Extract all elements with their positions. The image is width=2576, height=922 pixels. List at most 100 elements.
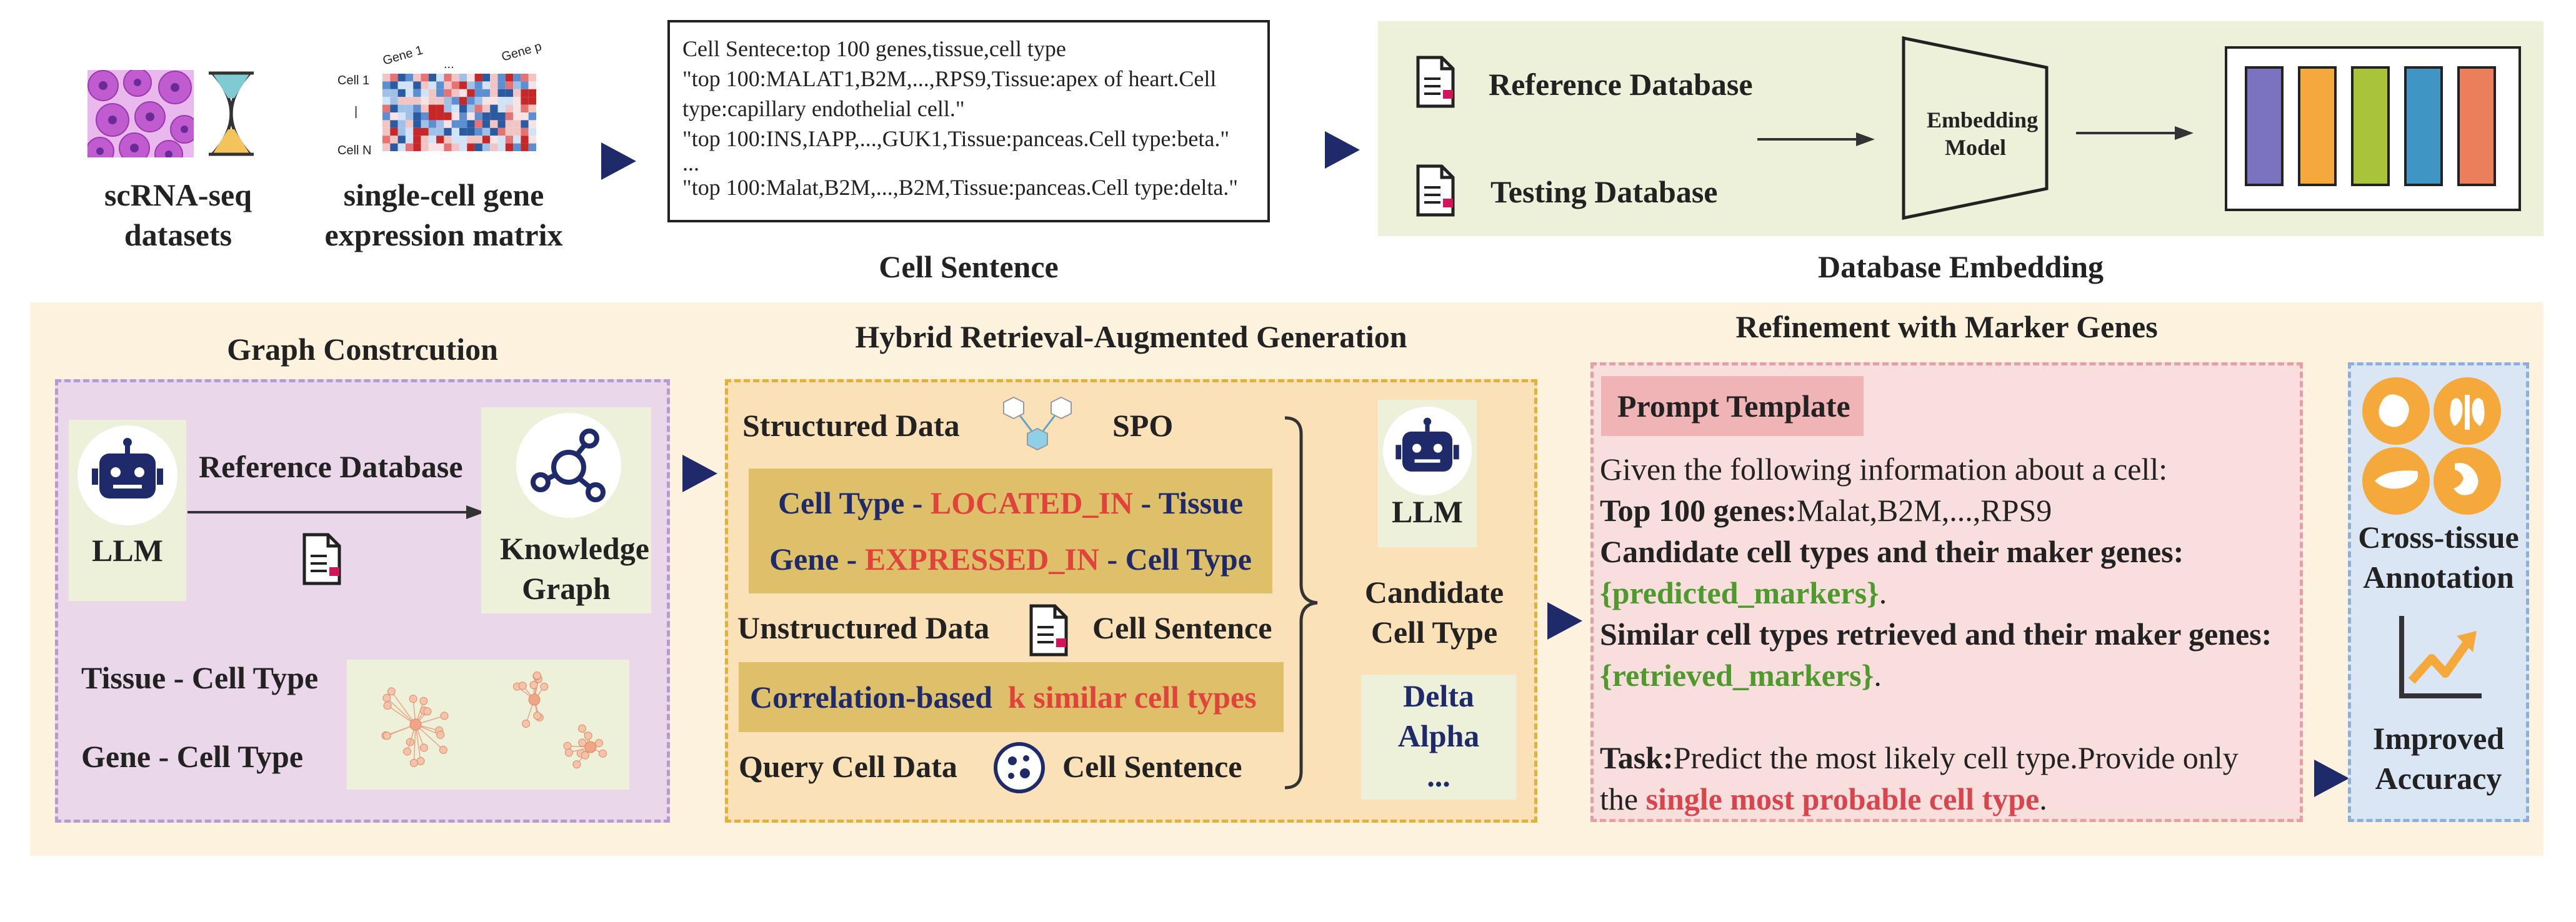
knowledge-graph-icon: [516, 412, 622, 522]
robot-icon: [1382, 406, 1472, 499]
arrow-to-embeddings: [2076, 124, 2195, 146]
arrow-to-refinement: [1547, 602, 1582, 640]
prompt-intro: Given the following information about a …: [1600, 452, 2168, 487]
prompt-template-badge: Prompt Template: [1601, 376, 1864, 436]
embedding-bar: [2457, 66, 2496, 186]
prompt-period: .: [1874, 658, 1882, 693]
matrix-celln-label: Cell N: [337, 144, 372, 157]
grouping-brace: [1282, 415, 1320, 793]
hybrid-llm-label: LLM: [1392, 494, 1463, 529]
unstructured-cell-sentence-label: Cell Sentence: [1092, 610, 1272, 645]
embedding-bar: [2351, 66, 2390, 186]
dna-icon: [206, 70, 256, 157]
scrna-cells-image: [86, 68, 199, 169]
cross-tissue-label: Cross-tissue Annotation: [2358, 520, 2519, 595]
db-embedding-title: Database Embedding: [1817, 249, 2104, 284]
refine-title: Refinement with Marker Genes: [1735, 309, 2158, 344]
relation-expressed-in: EXPRESSED_IN: [864, 542, 1099, 577]
cell-sentence-line: "top 100:Malat,B2M,...,B2M,Tissue:pancea…: [682, 175, 1238, 200]
correlation-label: Correlation-based: [750, 680, 992, 715]
prompt-period: .: [2039, 781, 2047, 816]
matrix-dash-label: |: [354, 105, 358, 119]
relation-located-in: LOCATED_IN: [930, 485, 1134, 520]
prompt-period: .: [1879, 575, 1887, 610]
relation-sep: -: [839, 542, 865, 577]
prompt-text: Given the following information about a …: [1600, 449, 2300, 820]
embedding-bar: [2245, 66, 2284, 186]
unstructured-label: Unstructured Data: [737, 610, 990, 645]
arrow-to-hybrid: [682, 455, 717, 492]
retrieved-markers: {retrieved_markers}: [1600, 658, 1874, 693]
relation-sep: -: [1133, 485, 1159, 520]
task-text: the: [1600, 781, 1646, 816]
graph-reference-db-label: Reference Database: [199, 449, 463, 484]
gene-celltype-label: Gene - Cell Type: [81, 739, 304, 774]
expression-heatmap: [382, 74, 536, 151]
organ-icons: [2361, 376, 2517, 519]
arrow-to-embedding-model: [1757, 130, 1876, 152]
document-icon: [1415, 164, 1455, 221]
relation-object: Cell Type: [1125, 542, 1252, 577]
kg-label: Knowledge Graph: [500, 531, 649, 606]
hybrid-title: Hybrid Retrieval-Augmented Generation: [855, 319, 1407, 354]
task-label: Task:: [1600, 740, 1674, 775]
embedding-bar: [2298, 66, 2337, 186]
graph-title: Graph Constrcution: [227, 332, 498, 367]
testing-db-label: Testing Database: [1490, 174, 1718, 209]
embedding-model-shape: [1902, 36, 2052, 223]
correlation-box: Correlation-based k similar cell types: [739, 662, 1284, 732]
cell-sentence-box: Cell Sentece:top 100 genes,tissue,cell t…: [667, 20, 1270, 222]
robot-icon: [77, 425, 178, 529]
refine-panel: [1590, 362, 2303, 822]
cell-sentence-line: ...: [682, 151, 699, 176]
prompt-similar-label: Similar cell types retrieved and their m…: [1600, 617, 2272, 652]
arrow-to-result: [2314, 760, 2349, 797]
matrix-genep-label: Gene p: [500, 39, 544, 64]
task-text: Predict the most likely cell type.Provid…: [1673, 740, 2239, 775]
prompt-top-value: Malat,B2M,...,RPS9: [1796, 493, 2052, 528]
structured-label: Structured Data: [742, 408, 960, 443]
relation-sep: -: [904, 485, 931, 520]
relation-object: Tissue: [1158, 485, 1244, 520]
arrow-to-knowledge-graph: [187, 503, 487, 525]
tissue-celltype-label: Tissue - Cell Type: [81, 660, 319, 695]
prompt-top-label: Top 100 genes:: [1600, 493, 1797, 528]
embedding-model-label: Embedding Model: [1927, 107, 2039, 160]
cell-sentence-line: Cell Sentece:top 100 genes,tissue,cell t…: [682, 36, 1066, 61]
predicted-markers: {predicted_markers}: [1600, 575, 1879, 610]
candidate-item: Alpha: [1397, 718, 1480, 753]
relation-sep: -: [1099, 542, 1126, 577]
matrix-gene1-label: Gene 1: [381, 43, 425, 68]
improved-accuracy-label: Improved Accuracy: [2372, 721, 2505, 796]
structured-data-icon: [994, 389, 1081, 467]
embedding-output-box: [2225, 46, 2521, 211]
matrix-genedots-label: ...: [444, 57, 454, 71]
candidate-item: ...: [1427, 758, 1450, 793]
candidate-list-box: Delta Alpha ...: [1361, 675, 1516, 800]
network-graph-image: [347, 660, 629, 790]
arrow-to-cell-sentence: [601, 142, 636, 180]
document-icon: [1029, 603, 1069, 660]
cell-sentence-title: Cell Sentence: [879, 249, 1059, 284]
document-icon: [1415, 55, 1455, 112]
prompt-candidate-label: Candidate cell types and their maker gen…: [1600, 534, 2184, 569]
accuracy-chart-icon: [2397, 613, 2484, 704]
single-most-probable: single most probable cell type: [1645, 781, 2040, 816]
llm-label: LLM: [92, 533, 163, 568]
k-similar-label: k similar cell types: [1007, 680, 1257, 715]
spo-label: SPO: [1112, 408, 1174, 443]
query-cell-icon: [992, 741, 1046, 798]
reference-db-label: Reference Database: [1489, 67, 1753, 102]
document-icon: [302, 532, 342, 589]
query-cell-sentence-label: Cell Sentence: [1062, 749, 1242, 784]
candidate-item: Delta: [1403, 678, 1474, 713]
relation-subject: Gene: [769, 542, 839, 577]
arrow-to-db-embedding: [1325, 131, 1360, 169]
relation-subject: Cell Type: [777, 485, 905, 520]
cell-sentence-line: "top 100:MALAT1,B2M,...,RPS9,Tissue:apex…: [682, 66, 1217, 121]
matrix-cell1-label: Cell 1: [337, 74, 370, 87]
candidate-label: Candidate Cell Type: [1364, 575, 1504, 650]
matrix-label: single-cell gene expression matrix: [324, 177, 563, 252]
cell-sentence-line: "top 100:INS,IAPP,...,GUK1,Tissue:pancea…: [682, 126, 1230, 151]
query-label: Query Cell Data: [739, 749, 957, 784]
